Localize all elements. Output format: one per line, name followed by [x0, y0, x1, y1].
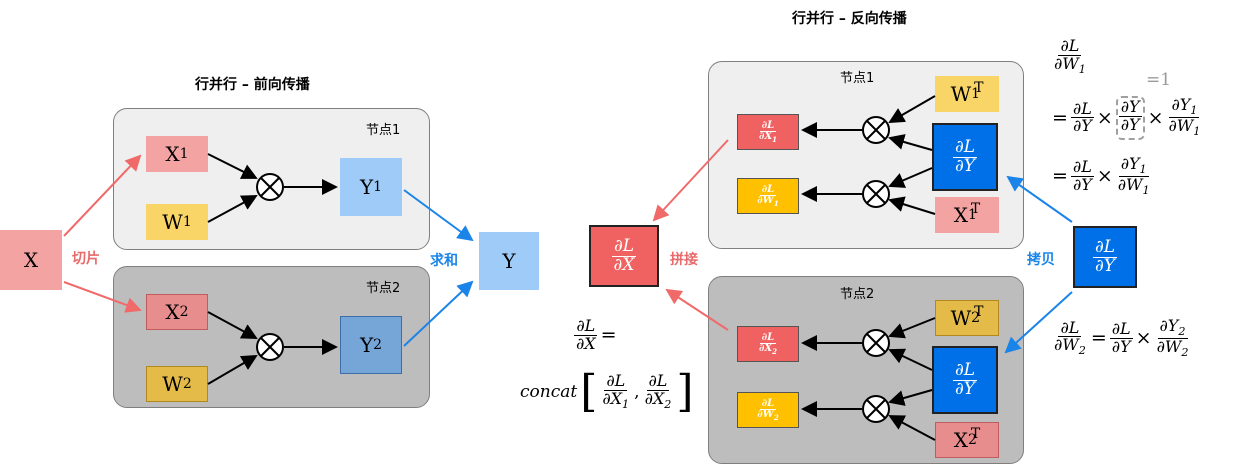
dl-dw1-box: ∂L∂W1	[737, 178, 799, 214]
dy2-to-bmul3	[888, 348, 933, 371]
dl-dy-box-2: ∂L∂Y	[932, 346, 998, 414]
input-x: X	[0, 230, 62, 290]
concat-arrow-1	[652, 139, 729, 222]
formula-dw1-lhs: ∂L∂W1	[1054, 36, 1086, 76]
mul2-operator	[256, 333, 284, 361]
output-y: Y	[479, 232, 539, 290]
split-label: 切片	[72, 251, 100, 267]
backward-mul1-operator	[862, 116, 890, 144]
dl-dx1-box: ∂L∂X1	[737, 114, 799, 150]
dy1-to-bmul1	[888, 134, 933, 151]
backward-mul3-operator	[862, 329, 890, 357]
forward-node1-label: 节点1	[366, 123, 401, 138]
formula-dw1-line2: = ∂L∂Y × ∂Y1∂W1	[1052, 154, 1150, 198]
w1t-to-bmul1	[888, 95, 936, 124]
mul1-operator	[256, 173, 284, 201]
split-arrow-2	[63, 281, 142, 313]
copy-arrow-2	[1004, 291, 1073, 354]
concat-arrow-2	[665, 288, 729, 331]
dl-dw2-box: ∂L∂W2	[737, 392, 799, 428]
dl-dx2-box: ∂L∂X2	[737, 326, 799, 362]
formula-dw1-line1: = ∂L∂Y × ∂Y∂Y × ∂Y1∂W1	[1052, 95, 1201, 140]
dl-dy-source-box: ∂L∂Y	[1073, 226, 1137, 288]
formula-dw2: ∂L∂W2 = ∂L∂Y × ∂Y2∂W2	[1054, 316, 1189, 360]
formula-dx-concat: concat [ ∂L∂X1 , ∂L∂X2 ]	[520, 366, 694, 417]
backward-node1-label: 节点1	[840, 71, 875, 86]
sum-label: 求和	[430, 253, 458, 269]
backward-title: 行并行 – 反向传播	[792, 11, 907, 27]
x2t-to-bmul4	[888, 415, 936, 441]
backward-mul4-operator	[862, 395, 890, 423]
copy-arrow-1	[1006, 175, 1073, 223]
x1t-to-bmul2	[888, 196, 936, 215]
forward-node2-label: 节点2	[366, 281, 401, 296]
backward-mul2-operator	[862, 180, 890, 208]
x2-to-mul2	[207, 311, 258, 339]
w2t-to-bmul3	[888, 317, 936, 339]
dl-dy-box-1: ∂L∂Y	[932, 123, 998, 191]
concat-label: 拼接	[670, 252, 698, 268]
backward-node2-label: 节点2	[840, 287, 875, 302]
equals-one-annotation: =1	[1146, 70, 1172, 90]
w1-to-mul1	[207, 195, 258, 223]
copy-label: 拷贝	[1027, 252, 1055, 268]
formula-dx-lhs: ∂L∂X =	[574, 316, 617, 353]
dy2-to-bmul4	[888, 389, 933, 406]
w2-to-mul2	[207, 354, 258, 385]
split-arrow-1	[63, 154, 142, 237]
sum-arrow-1	[403, 189, 474, 242]
forward-title: 行并行 – 前向传播	[195, 77, 310, 93]
dy-dy1-dashed: ∂Y∂Y	[1115, 96, 1145, 140]
dy1-to-bmul2	[888, 167, 933, 188]
x1-to-mul1	[207, 153, 258, 179]
sum-arrow-2	[403, 280, 474, 347]
dl-dx-box: ∂L∂X	[589, 225, 659, 287]
